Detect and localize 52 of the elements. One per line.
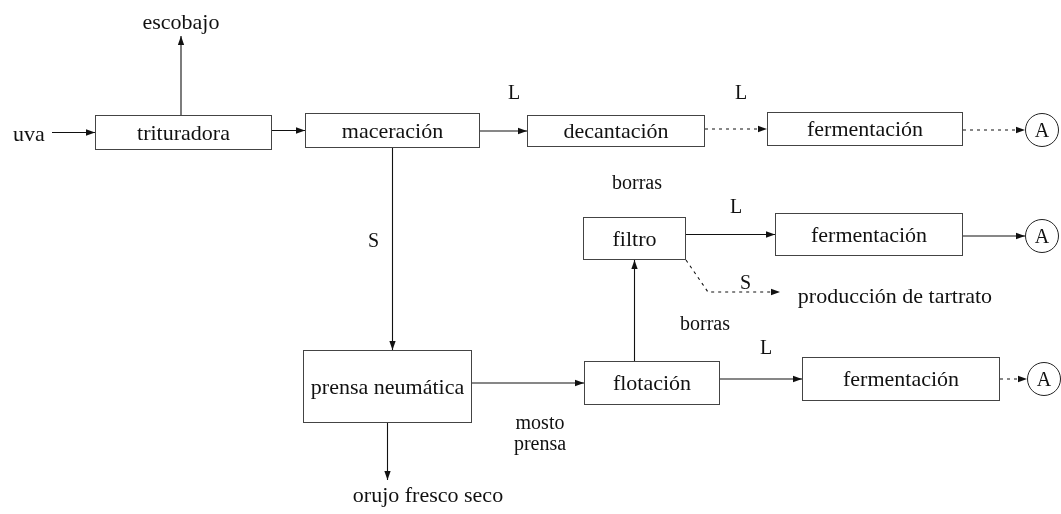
process-box <box>767 112 963 146</box>
process-box <box>584 361 720 405</box>
edge-label: L <box>735 82 748 103</box>
stream-label: escobajo <box>142 10 220 34</box>
arrow <box>471 379 585 387</box>
stream-label: producción de tartrato <box>797 284 993 308</box>
node-text: A <box>1034 119 1050 141</box>
stream-label: orujo fresco seco <box>352 483 504 507</box>
node-text: A <box>1034 225 1050 247</box>
arrow <box>389 147 396 351</box>
process-box <box>527 115 705 147</box>
node-text: filtro <box>612 226 657 251</box>
arrow <box>962 126 1026 134</box>
node-text: fermentación <box>842 367 960 391</box>
edge-label: S <box>740 272 752 293</box>
process-box <box>95 115 272 150</box>
edge-label: L <box>508 82 521 103</box>
process-box <box>802 357 1000 401</box>
edge-label: S <box>368 230 380 251</box>
arrow <box>51 129 96 136</box>
process-box <box>305 113 480 148</box>
process-box <box>583 217 686 260</box>
node-text: decantación <box>563 119 669 143</box>
edge-label: L <box>760 337 773 358</box>
process-box <box>303 350 472 423</box>
process-box <box>775 213 963 256</box>
connector-circle <box>1025 219 1059 253</box>
note-text: borras <box>612 172 662 193</box>
edge-label: L <box>730 196 743 217</box>
arrow <box>177 35 185 116</box>
arrow <box>384 422 391 481</box>
arrow <box>685 231 776 238</box>
arrow <box>479 127 528 135</box>
edge-label: mosto prensa <box>512 412 568 454</box>
node-text: maceración <box>341 118 444 143</box>
arrow <box>719 375 803 383</box>
stream-label: uva <box>13 122 45 146</box>
node-text: flotación <box>612 371 692 395</box>
connector-circle <box>1025 113 1059 147</box>
arrow <box>631 259 638 362</box>
arrow <box>999 375 1028 383</box>
arrow <box>704 125 768 133</box>
connector-circle <box>1027 362 1061 396</box>
node-text: A <box>1036 368 1052 390</box>
node-text: fermentación <box>806 117 924 141</box>
arrow <box>271 127 306 134</box>
arrow <box>685 259 781 296</box>
edge-label: borras <box>680 313 730 334</box>
node-text: prensa neumática <box>310 374 465 399</box>
node-text: fermentación <box>810 222 928 247</box>
arrow <box>962 232 1026 240</box>
node-text: trituradora <box>137 120 230 145</box>
